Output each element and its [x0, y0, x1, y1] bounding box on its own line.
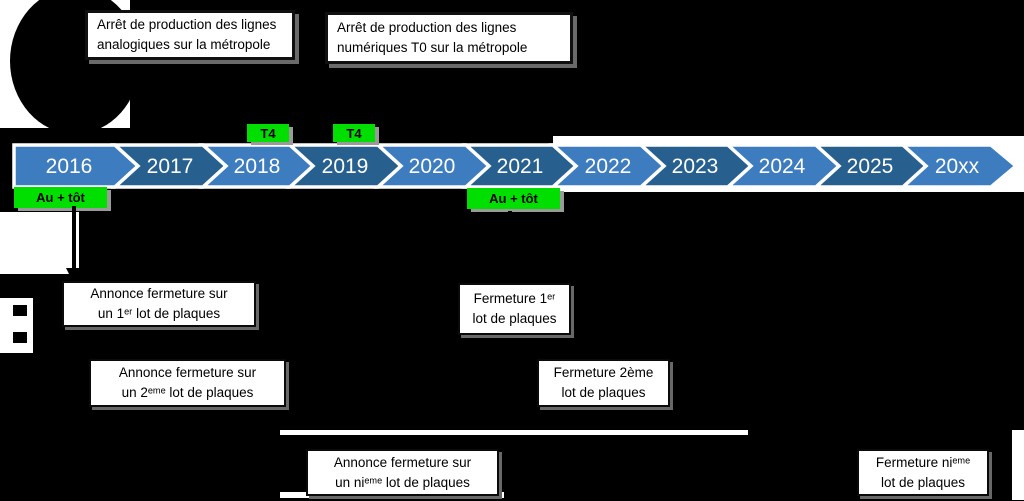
timeline-year-label: 2016	[46, 155, 93, 178]
timeline-year-label: 2019	[322, 155, 369, 178]
callout-arret-numeriques: Arrêt de production des lignes numérique…	[325, 12, 573, 64]
redacted-bit	[13, 305, 27, 316]
timeline-year-label: 2023	[672, 155, 719, 178]
redacted-bit	[13, 332, 27, 343]
timeline-year-label: 2018	[234, 155, 281, 178]
callout-arret-numeriques-text: Arrêt de production des lignes numérique…	[337, 19, 528, 55]
callout-annonce-1er-text: Annonce fermeture sur un 1ᵉʳ lot de plaq…	[90, 286, 228, 321]
timeline-year-label: 2024	[759, 155, 806, 178]
badge-t4-2018-label: T4	[260, 125, 276, 141]
badge-t4-2019: T4	[333, 124, 375, 142]
callout-fermeture-nieme-text: Fermeture niᵉᵐᵉ lot de plaques	[875, 454, 971, 490]
badge-au-plus-tot-2021-label: Au + tôt	[489, 191, 538, 206]
badge-t4-2018: T4	[247, 124, 289, 142]
callout-fermeture-nieme-lot: Fermeture niᵉᵐᵉ lot de plaques	[857, 449, 989, 496]
background-patch-right-strip	[1012, 430, 1024, 500]
background-patch-connector	[0, 212, 79, 274]
down-arrow-icon	[502, 268, 518, 283]
down-arrow-icon	[348, 112, 360, 124]
callout-arret-analogiques: Arrêt de production des lignes analogiqu…	[85, 10, 295, 60]
callout-fermeture-2eme-text: Fermeture 2ème lot de plaques	[553, 365, 654, 400]
down-arrow-icon	[262, 112, 274, 124]
chevron-20xx	[898, 143, 1019, 189]
timeline-year-label: 20xx	[935, 155, 980, 178]
callout-arret-analogiques-text: Arrêt de production des lignes analogiqu…	[97, 16, 277, 52]
callout-fermeture-1er-lot: Fermeture 1ᵉʳ lot de plaques	[458, 283, 571, 335]
badge-au-plus-tot-2016-label: Au + tôt	[36, 190, 85, 205]
badge-t4-2019-label: T4	[346, 125, 362, 141]
callout-annonce-fermeture-1er-lot: Annonce fermeture sur un 1ᵉʳ lot de plaq…	[62, 281, 256, 327]
timeline-year-label: 2021	[497, 155, 544, 178]
background-patch-bottom-strip	[280, 430, 748, 435]
badge-au-plus-tot-2021: Au + tôt	[467, 188, 560, 209]
timeline-year-label: 2017	[147, 155, 194, 178]
callout-annonce-2eme-text: Annonce fermeture sur un 2ᵉᵐᵉ lot de pla…	[118, 365, 257, 400]
callout-fermeture-2eme-lot: Fermeture 2ème lot de plaques	[537, 359, 670, 407]
badge-au-plus-tot-2016: Au + tôt	[14, 187, 107, 208]
timeline-year-label: 2020	[409, 155, 456, 178]
down-arrow-icon	[66, 268, 82, 284]
timeline-year-label: 2025	[847, 155, 894, 178]
callout-annonce-fermeture-2eme-lot: Annonce fermeture sur un 2ᵉᵐᵉ lot de pla…	[89, 359, 286, 407]
timeline-year-label: 2022	[585, 155, 632, 178]
callout-annonce-nieme-text: Annonce fermeture sur un niᵉᵐᵉ lot de pl…	[333, 454, 472, 490]
callout-fermeture-1er-text: Fermeture 1ᵉʳ lot de plaques	[472, 291, 557, 326]
callout-annonce-fermeture-nieme-lot: Annonce fermeture sur un niᵉᵐᵉ lot de pl…	[306, 449, 499, 496]
